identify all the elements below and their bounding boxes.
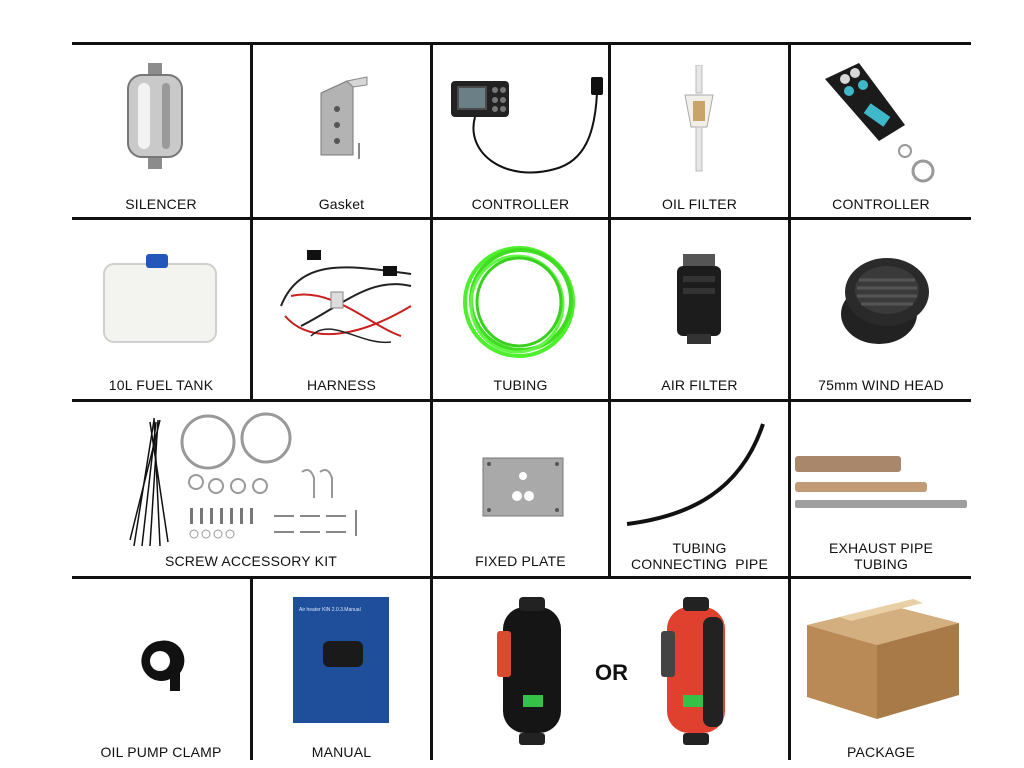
red-heater-image	[661, 597, 725, 745]
item-label: HARNESS	[306, 377, 377, 393]
item-silencer: SILENCER	[72, 45, 250, 217]
item-air-filter: AIR FILTER	[611, 220, 788, 399]
item-label: Gasket	[318, 196, 365, 212]
item-package: PACKAGE	[791, 579, 971, 760]
item-oil-pump-clamp: OIL PUMP CLAMP	[72, 579, 250, 760]
item-remote-controller: CONTROLLER	[791, 45, 971, 217]
air-filter-image	[677, 254, 721, 344]
item-label: OIL PUMP CLAMP	[100, 744, 222, 760]
grid-line	[608, 42, 611, 578]
oil-filter-image	[684, 65, 714, 172]
grid-line	[72, 42, 971, 45]
item-wind-head: 75mm WIND HEAD	[791, 220, 971, 399]
fixed-plate-image	[482, 457, 564, 517]
grid-line	[72, 217, 971, 220]
wiring-harness-image	[280, 250, 412, 344]
item-label: 10L FUEL TANK	[108, 377, 214, 393]
item-manual: Air heater KIN 2.0.3.Manual MANUAL	[253, 579, 430, 760]
item-label: SILENCER	[125, 196, 197, 212]
item-label: SCREW ACCESSORY KIT	[164, 553, 338, 569]
item-label: 75mm WIND HEAD	[818, 377, 944, 393]
item-harness: HARNESS	[253, 220, 430, 399]
grid-line	[430, 42, 433, 760]
exhaust-pipe-tubing-image	[795, 456, 967, 508]
item-heater-options: OR	[433, 579, 788, 760]
item-label: AIR FILTER	[661, 377, 738, 393]
fuel-tank-image	[103, 254, 217, 343]
grid-line	[788, 42, 791, 760]
item-connecting-pipe: TUBING CONNECTING PIPE	[611, 402, 788, 576]
accessory-grid: SILENCER Gasket CONTROLLER	[72, 42, 971, 760]
item-label: FIXED PLATE	[475, 553, 566, 569]
item-label: TUBING	[493, 377, 548, 393]
manual-heater-image	[323, 641, 363, 667]
or-separator: OR	[595, 660, 628, 685]
item-label-line1: TUBING	[672, 540, 727, 556]
screw-accessory-kit-image	[129, 412, 357, 547]
item-label: CONTROLLER	[832, 196, 930, 212]
item-exhaust-pipe: EXHAUST PIPE TUBING	[791, 402, 971, 576]
remote-key-fob-image	[825, 63, 935, 183]
black-heater-image	[497, 597, 561, 745]
item-screw-kit: SCREW ACCESSORY KIT	[72, 402, 430, 576]
gasket-bracket-image	[320, 76, 368, 159]
item-fuel-tank: 10L FUEL TANK	[72, 220, 250, 399]
grid-line	[72, 399, 971, 402]
item-label-line2: CONNECTING PIPE	[631, 556, 768, 572]
item-label: OIL FILTER	[661, 196, 738, 212]
item-label: MANUAL	[311, 744, 372, 760]
grid-line	[250, 42, 253, 401]
item-tubing: TUBING	[433, 220, 608, 399]
item-fixed-plate: FIXED PLATE	[433, 402, 608, 576]
item-label-line2: TUBING	[853, 556, 909, 572]
manual-cover: Air heater KIN 2.0.3.Manual	[293, 597, 389, 723]
connecting-pipe-image	[626, 423, 765, 526]
item-label: CONTROLLER	[471, 196, 570, 212]
controller-display-image	[451, 77, 603, 174]
item-label-line1: EXHAUST PIPE	[828, 540, 934, 556]
package-box-image	[807, 599, 959, 719]
fuel-tubing-coil-image	[463, 246, 575, 358]
item-gasket: Gasket	[253, 45, 430, 217]
wind-head-vent-image	[841, 258, 929, 344]
item-oil-filter: OIL FILTER	[611, 45, 788, 217]
grid-line	[250, 578, 253, 760]
grid-line	[72, 576, 971, 579]
silencer-image	[127, 63, 183, 169]
oil-pump-clamp-image	[141, 640, 185, 691]
item-controller-display: CONTROLLER	[433, 45, 608, 217]
item-label: PACKAGE	[846, 744, 916, 760]
manual-cover-title: Air heater KIN 2.0.3.Manual	[299, 607, 361, 613]
